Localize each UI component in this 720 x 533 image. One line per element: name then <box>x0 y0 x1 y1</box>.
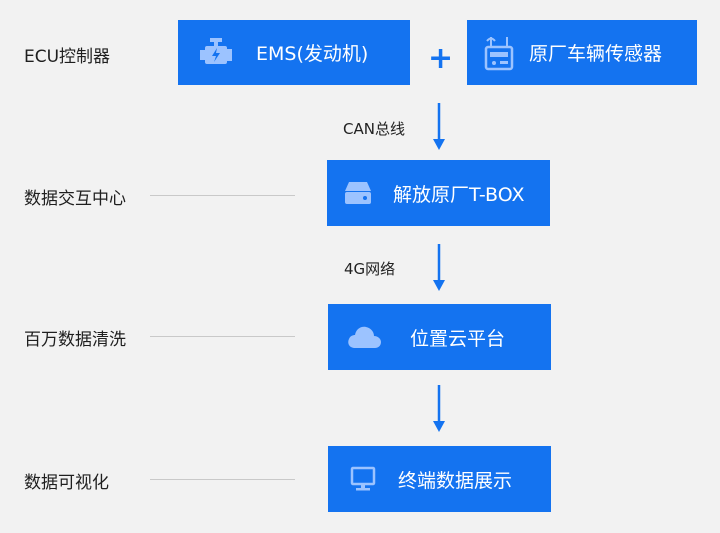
monitor-icon <box>350 466 376 492</box>
layer-label-ecu: ECU控制器 <box>24 47 111 67</box>
node-ems-label: EMS(发动机) <box>256 43 369 65</box>
arrow-sensors-to-tbox <box>432 103 446 151</box>
node-sensors-label: 原厂车辆传感器 <box>529 43 663 65</box>
layer-label-data-center: 数据交互中心 <box>24 189 126 209</box>
layer-divider <box>150 195 295 196</box>
arrow-cloud-to-display <box>432 385 446 433</box>
layer-divider <box>150 336 295 337</box>
layer-divider <box>150 479 295 480</box>
edge-label-can-bus: CAN总线 <box>343 120 405 138</box>
node-display-label: 终端数据展示 <box>398 469 513 492</box>
radio-device-icon <box>483 35 515 71</box>
cloud-icon <box>346 324 382 350</box>
hard-drive-icon <box>343 180 373 206</box>
node-cloud: 位置云平台 <box>328 304 551 370</box>
edge-label-4g-network: 4G网络 <box>344 260 396 278</box>
node-ems: EMS(发动机) <box>178 20 410 85</box>
node-tbox: 解放原厂T-BOX <box>327 160 550 226</box>
layer-label-data-cleaning: 百万数据清洗 <box>24 330 126 350</box>
layer-label-visualization: 数据可视化 <box>24 473 109 493</box>
node-sensors: 原厂车辆传感器 <box>467 20 697 85</box>
plus-sign: + <box>428 41 454 76</box>
node-display: 终端数据展示 <box>328 446 551 512</box>
arrow-tbox-to-cloud <box>432 244 446 292</box>
node-tbox-label: 解放原厂T-BOX <box>393 183 525 206</box>
engine-icon <box>198 36 234 70</box>
node-cloud-label: 位置云平台 <box>410 327 506 350</box>
